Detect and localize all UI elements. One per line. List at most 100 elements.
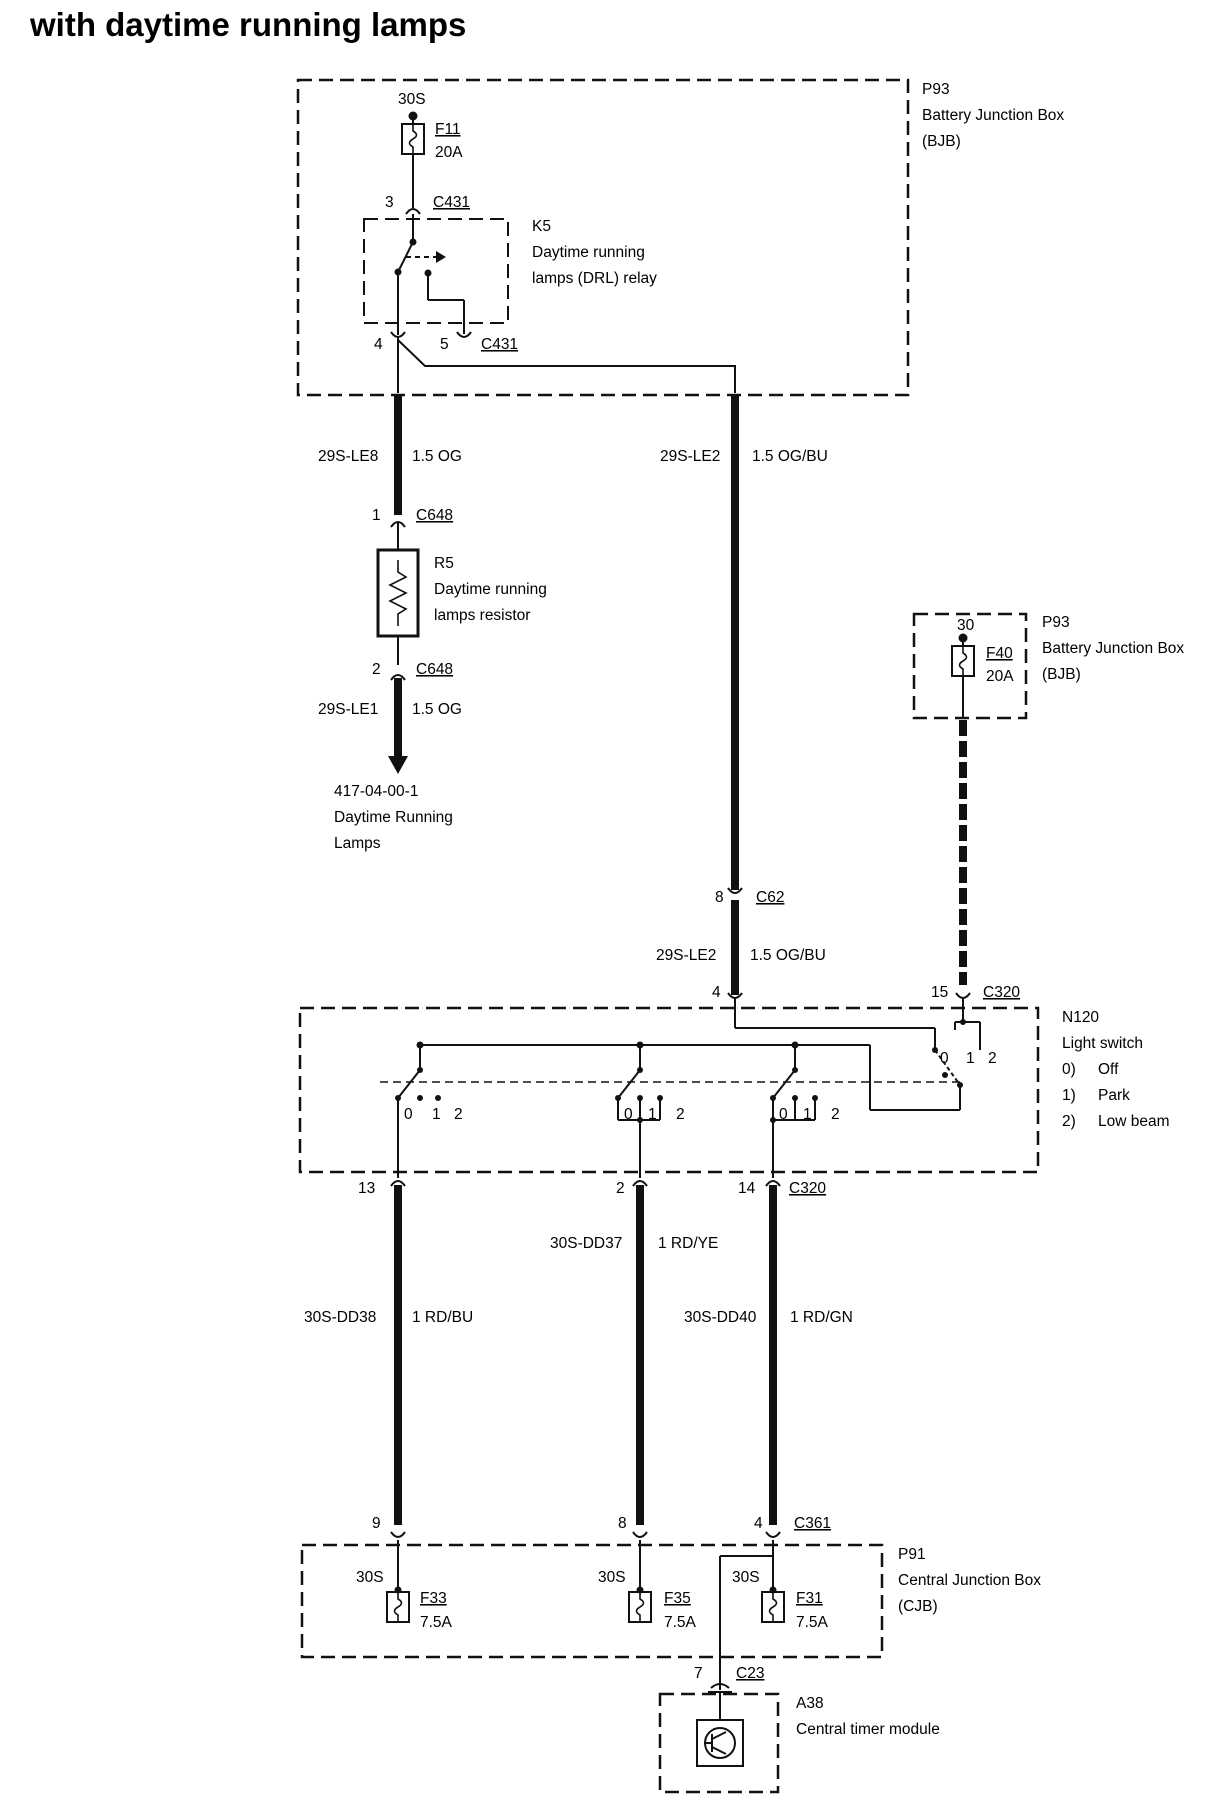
n120-pos0-num: 0) [1062, 1061, 1076, 1078]
sw1-pos1: 1 [432, 1106, 441, 1123]
destination-ref: 417-04-00-1 [334, 783, 418, 800]
c648-bottom-name: C648 [416, 661, 453, 678]
f35-id: F35 [664, 1590, 691, 1607]
k5-id: K5 [532, 218, 551, 235]
sw4-pos1: 1 [966, 1050, 975, 1067]
c320-bottom-pin-13: 13 [358, 1180, 375, 1197]
cjb-id: P91 [898, 1546, 926, 1563]
f31-rating: 7.5A [796, 1614, 829, 1631]
f40-feed: 30 [957, 617, 975, 634]
r5-line1: Daytime running [434, 581, 547, 598]
c320-pin15-symbol [955, 992, 971, 999]
le2-bottom-circuit: 29S-LE2 [656, 947, 716, 964]
c361-pin4-symbol [765, 1531, 781, 1538]
n120-pos2-label: Low beam [1098, 1113, 1170, 1130]
n120-pos1-num: 1) [1062, 1087, 1076, 1104]
c361-pin-9: 9 [372, 1515, 381, 1532]
n120-pos1-label: Park [1098, 1087, 1130, 1104]
le2-bottom-spec: 1.5 OG/BU [750, 947, 826, 964]
f33-rating: 7.5A [420, 1614, 453, 1631]
cjb-name: Central Junction Box [898, 1572, 1041, 1589]
sw4-pos2: 2 [988, 1050, 997, 1067]
c431-bottom-name: C431 [481, 336, 518, 353]
page-title: with daytime running lamps [29, 6, 466, 43]
bjb-top-name: Battery Junction Box [922, 107, 1064, 124]
f40-rating: 20A [986, 668, 1014, 685]
destination-line1: Daytime Running [334, 809, 453, 826]
destination-line2: Lamps [334, 835, 381, 852]
c23-pin: 7 [694, 1665, 703, 1682]
c320-pin2-symbol [632, 1180, 648, 1187]
k5-relay-box [363, 218, 509, 324]
f33-id: F33 [420, 1590, 447, 1607]
a38-module-symbol [696, 1719, 744, 1767]
bjb-right-abbr: (BJB) [1042, 666, 1081, 683]
f31-feed: 30S [732, 1569, 760, 1586]
c320-pin14-symbol [765, 1180, 781, 1187]
c431-top-pin: 3 [385, 194, 394, 211]
cjb-box [300, 1543, 884, 1659]
c431-top-name: C431 [433, 194, 470, 211]
sw1-pos2: 2 [454, 1106, 463, 1123]
c431-bottom-pin5: 5 [440, 336, 449, 353]
dd40-circuit: 30S-DD40 [684, 1309, 757, 1326]
c320-bottom-pin-14: 14 [738, 1180, 756, 1197]
f31-id: F31 [796, 1590, 823, 1607]
k5-relay-contacts [394, 214, 465, 335]
f35-fuse-symbol [628, 1591, 652, 1623]
dd38-spec: 1 RD/BU [412, 1309, 473, 1326]
le8-circuit: 29S-LE8 [318, 448, 378, 465]
f40-fuse-symbol [951, 645, 975, 677]
r5-id: R5 [434, 555, 454, 572]
f11-feed: 30S [398, 91, 426, 108]
f33-fuse-symbol [386, 1591, 410, 1623]
c361-pin-8: 8 [618, 1515, 627, 1532]
r5-resistor-symbol [376, 548, 420, 638]
c361-name: C361 [794, 1515, 831, 1532]
sw2-pos2: 2 [676, 1106, 685, 1123]
n120-light-switch-box [298, 1006, 1040, 1174]
c431-pin5-symbol [456, 331, 472, 338]
le8-spec: 1.5 OG [412, 448, 462, 465]
c648-top-pin: 1 [372, 507, 381, 524]
f35-feed: 30S [598, 1569, 626, 1586]
n120-pos2-num: 2) [1062, 1113, 1076, 1130]
f31-fuse-symbol [761, 1591, 785, 1623]
sw3-pos2: 2 [831, 1106, 840, 1123]
f11-id: F11 [435, 121, 461, 138]
bjb-right-box [912, 612, 1028, 720]
c648-bottom-pin: 2 [372, 661, 381, 678]
a38-name: Central timer module [796, 1721, 940, 1738]
c320-bottom-pin-2: 2 [616, 1180, 625, 1197]
sw2-pos0: 0 [624, 1106, 633, 1123]
le1-arrow [388, 756, 408, 774]
f11-rating: 20A [435, 144, 463, 161]
bjb-internal-wire [397, 339, 736, 393]
c361-pin8-symbol [632, 1531, 648, 1538]
r5-line2: lamps resistor [434, 607, 530, 624]
sw1-pos0: 0 [404, 1106, 413, 1123]
c320-top-pin-right: 15 [931, 984, 948, 1001]
sw3-pos0: 0 [779, 1106, 788, 1123]
k5-line2: lamps (DRL) relay [532, 270, 657, 287]
a38-id: A38 [796, 1695, 824, 1712]
bjb-right-id: P93 [1042, 614, 1070, 631]
c648-top-name: C648 [416, 507, 453, 524]
c648-bottom-symbol [390, 674, 406, 681]
transistor-icon [704, 1727, 736, 1759]
n120-switch-internals [380, 998, 981, 1178]
c23-name: C23 [736, 1665, 764, 1682]
c431-top-connector-symbol [405, 208, 421, 215]
c320-pin13-symbol [390, 1180, 406, 1187]
f40-id: F40 [986, 645, 1013, 662]
n120-name: Light switch [1062, 1035, 1143, 1052]
c431-bottom-pin4: 4 [374, 336, 383, 353]
c361-pin9-symbol [390, 1531, 406, 1538]
dd37-spec: 1 RD/YE [658, 1235, 718, 1252]
le2-top-spec: 1.5 OG/BU [752, 448, 828, 465]
le1-spec: 1.5 OG [412, 701, 462, 718]
le1-circuit: 29S-LE1 [318, 701, 378, 718]
f11-fuse-symbol [401, 123, 425, 155]
c62-symbol [727, 887, 743, 894]
